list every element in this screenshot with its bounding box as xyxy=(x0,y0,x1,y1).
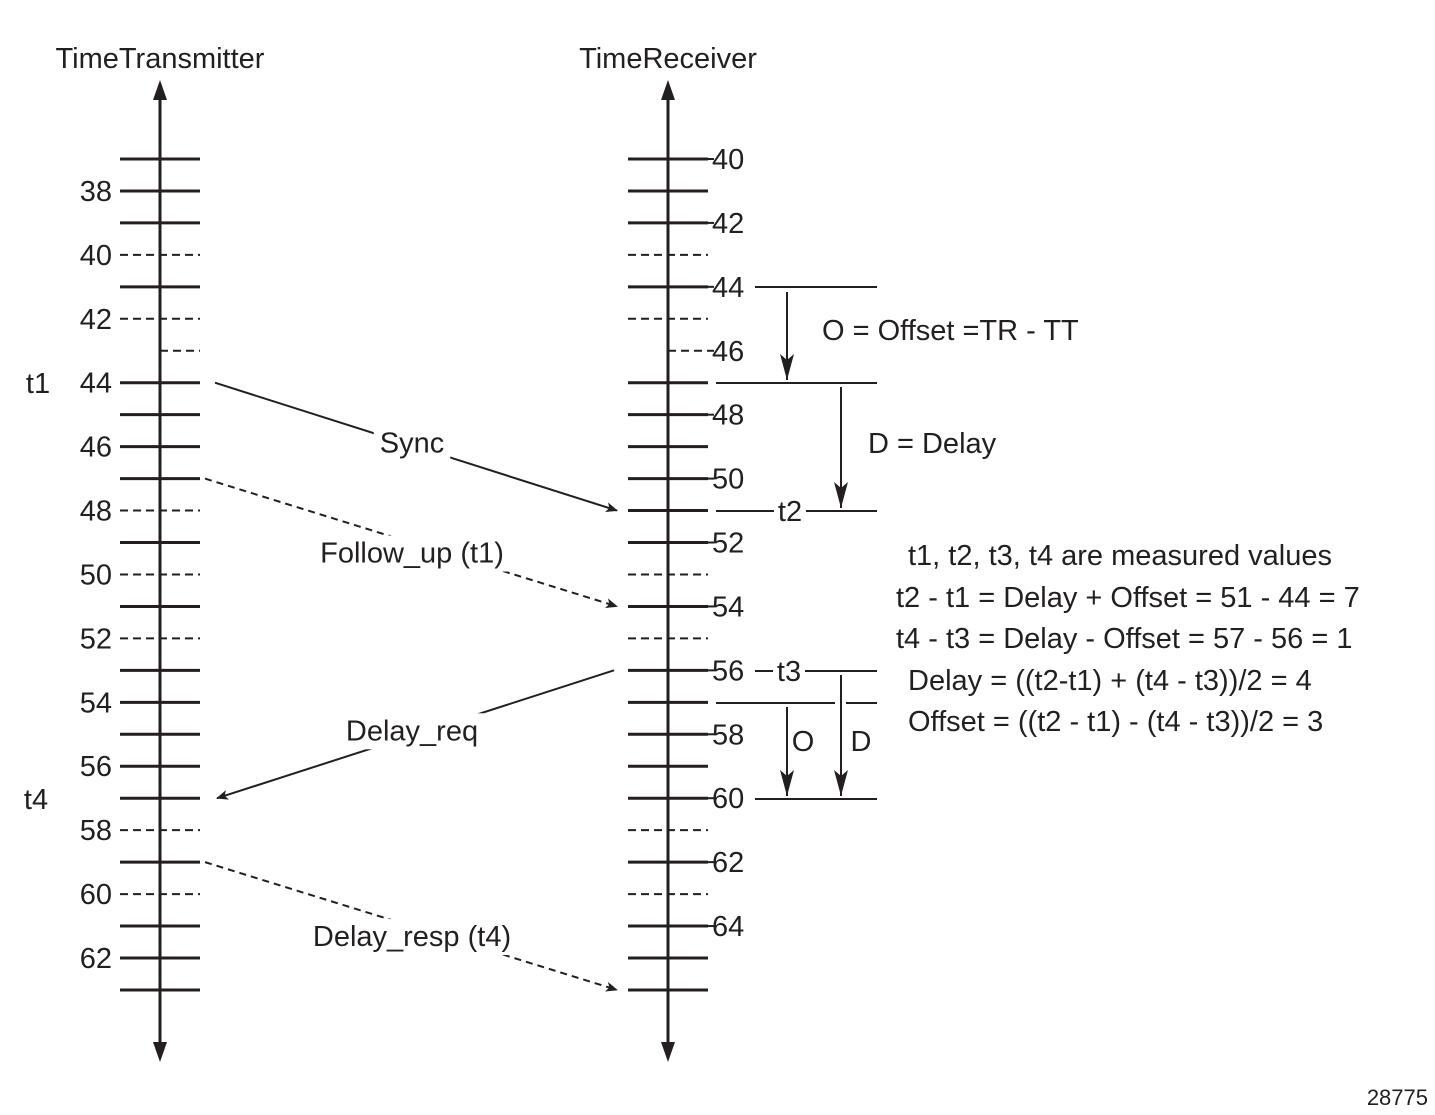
tick-label: 46 xyxy=(712,336,744,368)
notes: t1, t2, t3, t4 are measured values t2 - … xyxy=(896,540,1360,738)
note-line: Delay = ((t2-t1) + (t4 - t3))/2 = 4 xyxy=(908,665,1312,697)
annotation-lines xyxy=(716,286,877,800)
tick-label: 64 xyxy=(712,911,744,943)
figure-id: 28775 xyxy=(1367,1085,1428,1110)
tick-label: 42 xyxy=(80,304,112,336)
note-line: t4 - t3 = Delay - Offset = 57 - 56 = 1 xyxy=(896,623,1352,655)
tick-label: 62 xyxy=(80,943,112,975)
note-line: t1, t2, t3, t4 are measured values xyxy=(908,540,1332,572)
tick-label: 38 xyxy=(80,176,112,208)
arrow-down-icon xyxy=(661,1042,675,1062)
arrow-up-icon xyxy=(153,80,167,100)
tick-label: 62 xyxy=(712,847,744,879)
tick-label: 46 xyxy=(80,432,112,464)
message-label: Sync xyxy=(380,428,444,460)
message-label: Delay_resp (t4) xyxy=(313,921,511,953)
delay-short-label: D xyxy=(851,726,872,758)
arrow-down-icon xyxy=(153,1042,167,1062)
arrow-up-icon xyxy=(661,80,675,100)
note-line: t2 - t1 = Delay + Offset = 51 - 44 = 7 xyxy=(896,582,1360,614)
tick-label: 54 xyxy=(712,591,744,623)
tick-label: 56 xyxy=(80,751,112,783)
tick-label: 40 xyxy=(80,240,112,272)
t3-marker: t3 xyxy=(777,656,801,688)
time-receiver-title: TimeReceiver xyxy=(579,43,757,75)
delay-label: D = Delay xyxy=(868,428,997,460)
time-transmitter-title: TimeTransmitter xyxy=(56,43,265,75)
tick-label: 56 xyxy=(712,655,744,687)
time-receiver-axis: 40 42 44 46 48 50 52 54 56 58 60 62 64 xyxy=(628,80,744,1062)
tick-label: 52 xyxy=(712,528,744,560)
offset-short-label: O xyxy=(792,726,815,758)
t2-marker: t2 xyxy=(778,496,802,528)
tick-label: 44 xyxy=(712,272,744,304)
tick-label: 48 xyxy=(712,400,744,432)
tick-label: 40 xyxy=(712,144,744,176)
offset-label: O = Offset =TR - TT xyxy=(822,315,1079,347)
tick-label: 58 xyxy=(80,815,112,847)
message-label: Delay_req xyxy=(346,715,478,747)
tick-label: 42 xyxy=(712,208,744,240)
tick-label: 48 xyxy=(80,496,112,528)
t1-marker: t1 xyxy=(26,368,50,400)
tick-label: 50 xyxy=(712,464,744,496)
tick-label: 58 xyxy=(712,719,744,751)
tick-label: 54 xyxy=(80,687,112,719)
tick-label: 44 xyxy=(80,368,112,400)
tick-label: 60 xyxy=(80,879,112,911)
t4-marker: t4 xyxy=(24,784,48,816)
time-transmitter-axis: 38 40 42 44 46 48 50 52 54 56 58 60 62 xyxy=(80,80,200,1062)
tick-label: 60 xyxy=(712,783,744,815)
note-line: Offset = ((t2 - t1) - (t4 - t3))/2 = 3 xyxy=(908,706,1323,738)
tick-label: 52 xyxy=(80,623,112,655)
message-label: Follow_up (t1) xyxy=(320,538,504,570)
tick-label: 50 xyxy=(80,559,112,591)
